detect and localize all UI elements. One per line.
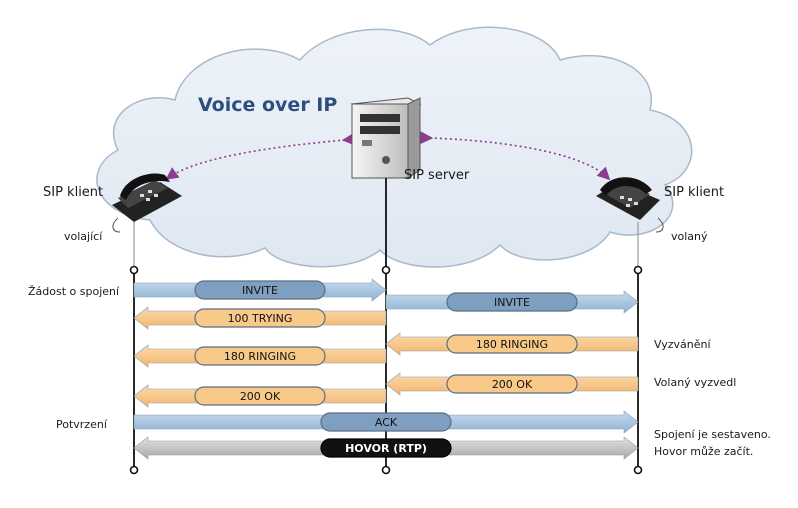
phone-icon-caller	[112, 173, 182, 233]
message-label: 180 RINGING	[476, 338, 548, 351]
message-pill	[194, 308, 326, 328]
diagram-title: Voice over IP	[198, 94, 338, 116]
note-ringing: Vyzvánění	[654, 338, 711, 351]
message-label: 100 TRYING	[228, 312, 293, 325]
message-label: INVITE	[494, 296, 530, 309]
message-5: 200 OK	[385, 372, 639, 396]
message-label: ACK	[375, 416, 398, 429]
phone-icon-callee	[596, 177, 664, 233]
message-0: INVITE	[133, 278, 387, 302]
message-2: 100 TRYING	[133, 306, 387, 330]
callee-role: volaný	[671, 230, 708, 243]
message-pill	[446, 374, 578, 394]
message-pill	[194, 280, 326, 300]
message-6: 200 OK	[133, 384, 387, 408]
message-pill	[194, 346, 326, 366]
message-pill	[320, 412, 452, 432]
note-request: Žádost o spojení	[28, 285, 120, 298]
message-pill	[446, 334, 578, 354]
lifeline-caller-end	[129, 465, 139, 475]
message-label: 180 RINGING	[224, 350, 296, 363]
message-arrows: INVITE INVITE 100 TRYING 180 RINGING 180 RIN…	[133, 278, 639, 460]
callee-label: SIP klient	[664, 185, 725, 200]
lifeline-callee-start	[633, 265, 643, 275]
signaling-link-caller	[165, 132, 356, 180]
message-pill	[194, 386, 326, 406]
message-label: HOVOR (RTP)	[345, 442, 427, 455]
message-8: HOVOR (RTP)	[133, 436, 639, 460]
message-7: ACK	[133, 410, 639, 434]
server-label: SIP server	[404, 168, 470, 183]
message-label: INVITE	[242, 284, 278, 297]
message-1: INVITE	[385, 290, 639, 314]
lifeline-caller-start	[129, 265, 139, 275]
server-icon	[350, 97, 422, 179]
message-pill	[446, 292, 578, 312]
message-label: 200 OK	[240, 390, 281, 403]
message-pill	[320, 438, 452, 458]
lifeline-server-end	[381, 465, 391, 475]
message-4: 180 RINGING	[133, 344, 387, 368]
message-3: 180 RINGING	[385, 332, 639, 356]
note-established-2: Hovor může začít.	[654, 445, 754, 458]
caller-label: SIP klient	[43, 185, 104, 200]
note-answered: Volaný vyzvedl	[654, 376, 737, 389]
caller-role: volající	[64, 230, 103, 243]
lifeline-server-start	[381, 265, 391, 275]
message-label: 200 OK	[492, 378, 533, 391]
note-confirm: Potvrzení	[56, 418, 107, 431]
note-established-1: Spojení je sestaveno.	[654, 428, 771, 441]
signaling-link-callee	[420, 131, 611, 181]
lifeline-callee-end	[633, 465, 643, 475]
